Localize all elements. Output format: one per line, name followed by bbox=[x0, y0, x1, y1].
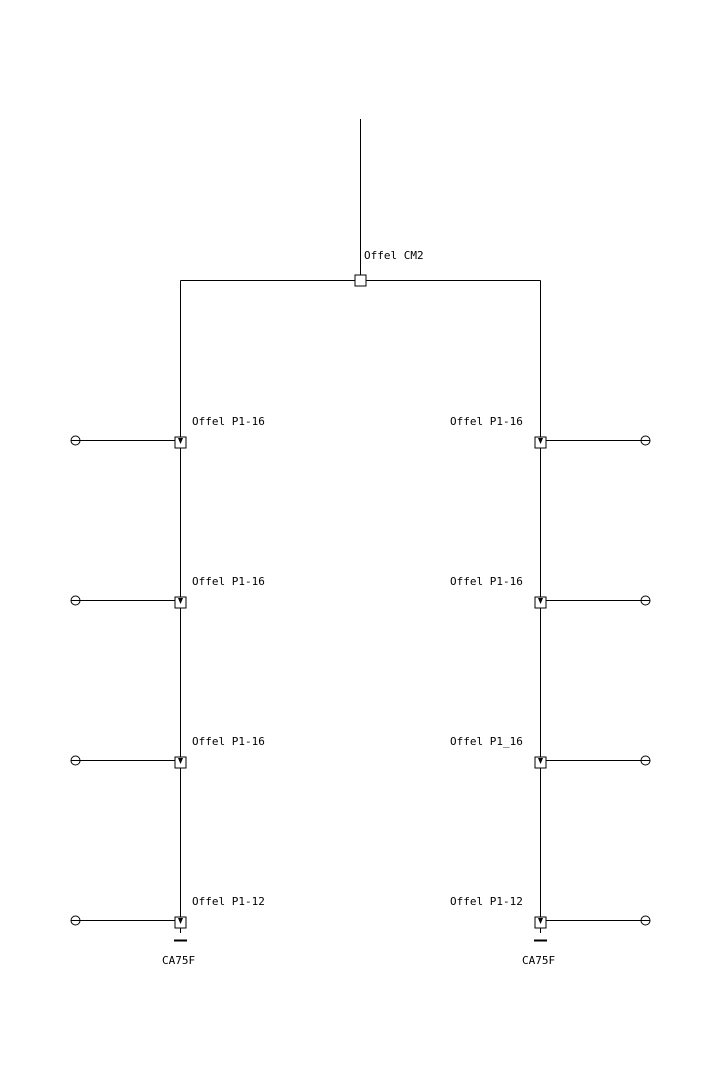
tap-label: Offel P1-16 bbox=[450, 575, 523, 588]
tap-label: Offel P1_16 bbox=[450, 735, 523, 748]
tap-label: Offel P1-16 bbox=[192, 735, 265, 748]
tap-arrow-icon bbox=[538, 598, 543, 604]
tap-arrow-icon bbox=[178, 598, 183, 604]
tap-arrow-icon bbox=[178, 918, 183, 924]
tap-label: Offel P1-16 bbox=[450, 415, 523, 428]
tap-label: Offel P1-12 bbox=[192, 895, 265, 908]
left-tap-1: Offel P1-16 bbox=[70, 415, 265, 449]
tap-label: Offel P1-12 bbox=[450, 895, 523, 908]
left-terminator: CA75F bbox=[162, 939, 195, 967]
tap-arrow-icon bbox=[538, 438, 543, 444]
tap-arrow-icon bbox=[538, 918, 543, 924]
left-tap-3: Offel P1-16 bbox=[70, 735, 265, 769]
right-tap-3: Offel P1_16 bbox=[450, 735, 651, 769]
terminator-label: CA75F bbox=[162, 954, 195, 967]
tap-label: Offel P1-16 bbox=[192, 575, 265, 588]
tap-label: Offel P1-16 bbox=[192, 415, 265, 428]
splitter-box bbox=[354, 274, 367, 287]
terminator-label: CA75F bbox=[522, 954, 555, 967]
splitter-label: Offel CM2 bbox=[364, 249, 424, 262]
right-terminator: CA75F bbox=[522, 939, 555, 967]
tap-arrow-icon bbox=[178, 438, 183, 444]
right-tap-2: Offel P1-16 bbox=[450, 575, 651, 609]
left-tap-2: Offel P1-16 bbox=[70, 575, 265, 609]
left-tap-4: Offel P1-12 bbox=[70, 895, 265, 929]
right-tap-4: Offel P1-12 bbox=[450, 895, 651, 929]
right-tap-1: Offel P1-16 bbox=[450, 415, 651, 449]
tap-arrow-icon bbox=[538, 758, 543, 764]
tap-arrow-icon bbox=[178, 758, 183, 764]
